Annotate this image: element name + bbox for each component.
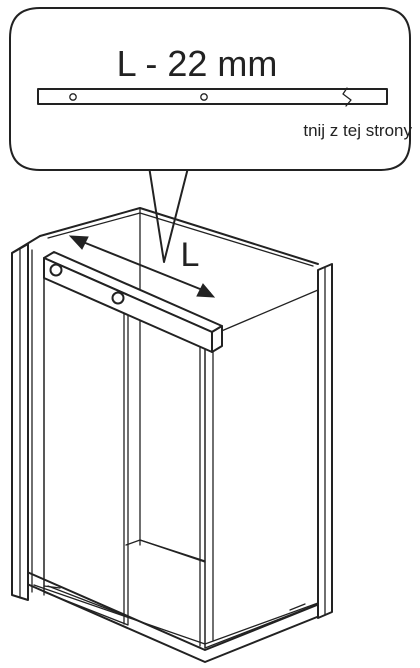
- roller-right: [111, 291, 125, 305]
- shower-enclosure: [11, 207, 333, 663]
- roller-left: [49, 263, 63, 277]
- rail-hole-left: [69, 93, 77, 101]
- cut-length-formula: L - 22 mm: [117, 43, 278, 84]
- cut-side-note: tnij z tej strony: [303, 121, 412, 140]
- cut-rail: [37, 87, 388, 107]
- cut-mark-icon: [342, 87, 352, 107]
- dimension-label: L: [181, 236, 200, 274]
- top-rail: [43, 251, 223, 353]
- dimension-arrow: [68, 235, 216, 298]
- rail-hole-middle: [200, 93, 208, 101]
